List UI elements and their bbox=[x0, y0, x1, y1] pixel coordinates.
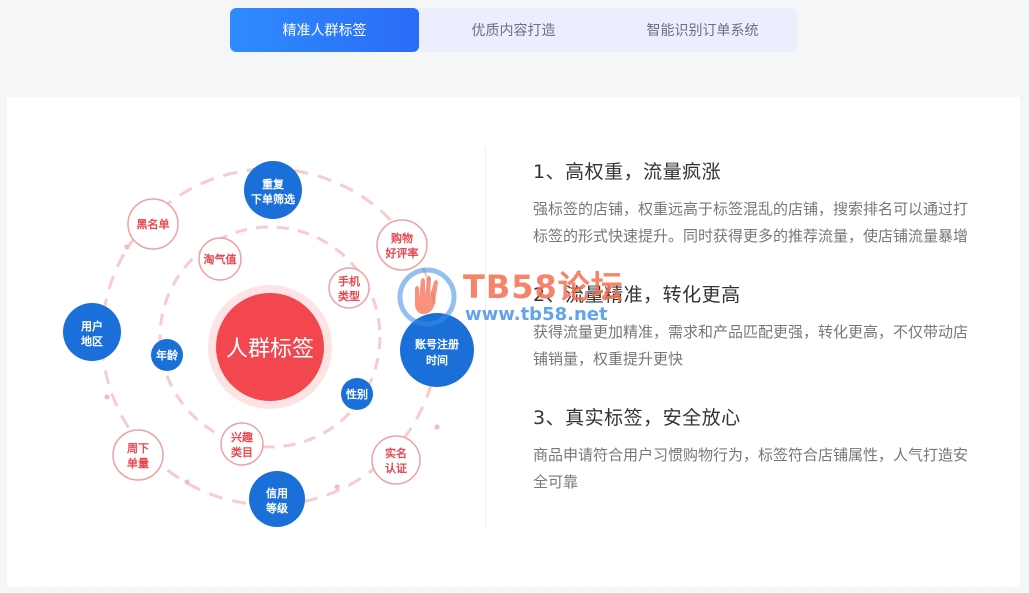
node-blacklist: 黑名单 bbox=[127, 198, 179, 250]
svg-text:好评率: 好评率 bbox=[385, 246, 419, 260]
tab-precise-crowd-tags[interactable]: 精准人群标签 bbox=[230, 8, 419, 52]
svg-text:性别: 性别 bbox=[346, 387, 368, 401]
node-repeat-order: 重复 下单筛选 bbox=[244, 161, 302, 219]
svg-text:账号注册: 账号注册 bbox=[415, 337, 459, 351]
svg-text:认证: 认证 bbox=[385, 461, 407, 475]
node-credit-level: 信用 等级 bbox=[249, 471, 305, 527]
tab-quality-content[interactable]: 优质内容打造 bbox=[471, 23, 556, 39]
svg-text:兴趣: 兴趣 bbox=[231, 430, 254, 444]
feature-title: 2、流量精准，转化更高 bbox=[533, 284, 741, 306]
node-user-region: 用户 地区 bbox=[63, 303, 121, 361]
node-interest: 兴趣 类目 bbox=[220, 422, 264, 466]
tab-order-recognition[interactable]: 智能识别订单系统 bbox=[646, 23, 759, 39]
feature-desc: 强标签的店铺，权重远高于标签混乱的店铺，搜索排名可以通过打标签的形式快速提升。同… bbox=[533, 200, 969, 245]
svg-text:淘气值: 淘气值 bbox=[204, 252, 237, 266]
svg-text:黑名单: 黑名单 bbox=[137, 217, 170, 231]
svg-text:下单筛选: 下单筛选 bbox=[251, 192, 295, 206]
feature-item: 2、流量精准，转化更高 获得流量更加精准，需求和产品匹配更强，转化更高，不仅带动… bbox=[533, 280, 973, 373]
feature-title: 3、真实标签，安全放心 bbox=[533, 407, 741, 429]
node-account-time: 账号注册 时间 bbox=[400, 313, 474, 387]
content-card: 人群标签 重复 下单筛选 用户 地区 年龄 账号注册 时间 性别 信用 等 bbox=[7, 97, 1020, 587]
svg-text:时间: 时间 bbox=[426, 353, 448, 367]
column-divider bbox=[485, 147, 486, 527]
inner-ring bbox=[158, 225, 382, 449]
crowd-tag-diagram: 人群标签 重复 下单筛选 用户 地区 年龄 账号注册 时间 性别 信用 等 bbox=[63, 161, 474, 527]
tab-bar: 精准人群标签 优质内容打造 智能识别订单系统 bbox=[230, 8, 797, 52]
svg-text:实名: 实名 bbox=[385, 446, 407, 460]
feature-item: 3、真实标签，安全放心 商品申请符合用户习惯购物行为，标签符合店铺属性，人气打造… bbox=[533, 403, 973, 496]
svg-text:类型: 类型 bbox=[338, 289, 360, 303]
svg-text:购物: 购物 bbox=[391, 231, 413, 245]
svg-text:周下: 周下 bbox=[127, 442, 149, 455]
feature-item: 1、高权重，流量疯涨 强标签的店铺，权重远高于标签混乱的店铺，搜索排名可以通过打… bbox=[533, 157, 973, 250]
feature-desc: 获得流量更加精准，需求和产品匹配更强，转化更高，不仅带动店铺销量，权重提升更快 bbox=[533, 323, 969, 368]
feature-desc: 商品申请符合用户习惯购物行为，标签符合店铺属性，人气打造安全可靠 bbox=[533, 446, 969, 491]
feature-list: 1、高权重，流量疯涨 强标签的店铺，权重远高于标签混乱的店铺，搜索排名可以通过打… bbox=[533, 157, 973, 526]
svg-text:用户: 用户 bbox=[81, 319, 103, 333]
svg-text:单量: 单量 bbox=[127, 456, 149, 470]
center-circle bbox=[216, 293, 324, 401]
node-realname: 实名 认证 bbox=[371, 435, 421, 485]
node-age: 年龄 bbox=[151, 339, 183, 371]
feature-title: 1、高权重，流量疯涨 bbox=[533, 161, 722, 183]
svg-text:年龄: 年龄 bbox=[156, 348, 179, 362]
svg-text:类目: 类目 bbox=[231, 445, 253, 459]
svg-text:地区: 地区 bbox=[81, 334, 103, 348]
svg-text:手机: 手机 bbox=[338, 274, 360, 288]
node-taoqi: 淘气值 bbox=[198, 237, 242, 281]
node-phone-type: 手机 类型 bbox=[328, 267, 370, 309]
node-gender: 性别 bbox=[341, 378, 373, 410]
svg-text:等级: 等级 bbox=[265, 501, 289, 515]
svg-text:信用: 信用 bbox=[266, 486, 288, 500]
svg-text:重复: 重复 bbox=[262, 177, 285, 191]
center-label: 人群标签 bbox=[226, 337, 314, 362]
node-weekly-orders: 周下 单量 bbox=[112, 429, 164, 481]
node-shopping-review: 购物 好评率 bbox=[376, 219, 428, 271]
